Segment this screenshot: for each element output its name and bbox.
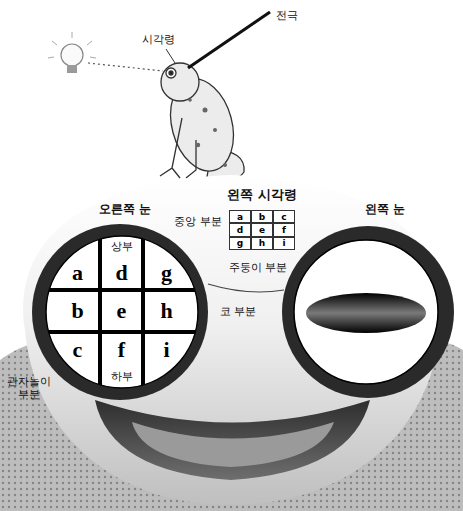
cell-letter: h [259, 238, 265, 248]
field-cell: a [55, 256, 100, 290]
cell-letter: c [73, 337, 83, 362]
cell-letter: f [282, 225, 286, 235]
cell-letter: d [237, 225, 243, 235]
region-label: 중앙 부분 [174, 215, 222, 228]
lamp-icon [48, 32, 96, 73]
eye-region: 오른쪽 눈상부하부 a d g b e h c f i [30, 200, 215, 395]
map-cell: d [229, 223, 251, 236]
snout-outline [208, 284, 284, 292]
map-cell: a [229, 210, 251, 223]
region-label: 주둥이 부분 [229, 261, 288, 274]
cortex-map: 왼쪽 시각령 a b c d e f g h i [222, 186, 302, 254]
mouth-inner [132, 422, 334, 467]
map-cell: g [229, 237, 251, 250]
cell-letter: b [259, 212, 265, 222]
field-cell: f [100, 332, 143, 368]
region-label: 하부 [111, 371, 133, 384]
cell-letter: b [71, 298, 83, 323]
cell-letter: g [237, 238, 243, 248]
cell-letter: a [72, 260, 83, 285]
field-cell: b [55, 290, 100, 332]
sight-line [88, 63, 163, 71]
electrode [188, 12, 270, 68]
field-cell: c [55, 332, 100, 368]
cell-letter: h [160, 298, 172, 323]
frog-head [23, 175, 441, 505]
frog-small [160, 63, 244, 182]
cell-letter: e [117, 298, 127, 323]
cell-letter: f [118, 337, 125, 362]
part-label: 전극 [276, 9, 298, 22]
region-label: 상부 [111, 241, 133, 254]
leader-line [166, 49, 175, 63]
region-label: 코 부분 [220, 305, 257, 318]
eye-heading: 왼쪽 눈 [365, 203, 405, 217]
eye-region: 왼쪽 눈 [282, 200, 454, 400]
frog-mouth [95, 400, 370, 480]
field-cell: h [143, 290, 190, 332]
map-cell: f [273, 223, 295, 236]
map-heading: 왼쪽 시각령 [227, 188, 297, 203]
cell-letter: c [281, 212, 286, 222]
eye-heading: 오른쪽 눈 [99, 203, 151, 217]
map-cell: c [273, 210, 295, 223]
cell-letter: i [282, 238, 285, 248]
left-eye [282, 226, 454, 398]
cell-letter: a [237, 212, 243, 222]
map-cell: h [251, 237, 273, 250]
field-cell: g [143, 256, 190, 290]
map-cell: b [251, 210, 273, 223]
cell-letter: i [163, 337, 169, 362]
part-label: 시각령 [142, 33, 175, 46]
map-cell: i [273, 237, 295, 250]
region-label: 관자놀이 부분 [4, 375, 54, 401]
cell-letter: d [115, 260, 127, 285]
cell-letter: e [259, 225, 265, 235]
cell-letter: g [161, 260, 172, 285]
map-cell: e [251, 223, 273, 236]
field-cell: e [100, 290, 143, 332]
right-eye [32, 224, 208, 400]
field-cell: d [100, 256, 143, 290]
field-cell: i [143, 332, 190, 368]
